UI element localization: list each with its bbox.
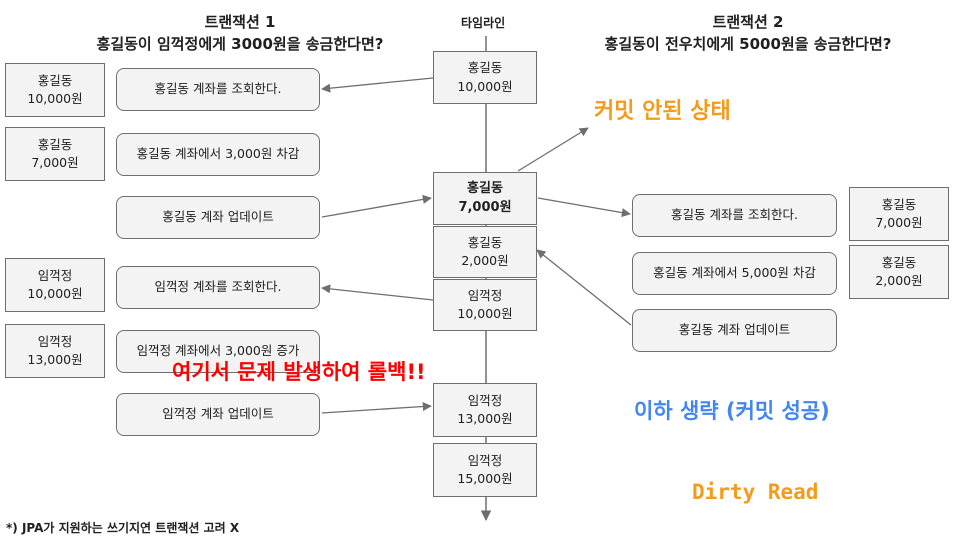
arrow-uncommitted [517,127,589,172]
tx1-step-credit-lim: 임꺽정 계좌에서 3,000원 증가 [116,330,320,373]
note-omitted: 이하 생략 (커밋 성공) [634,399,830,423]
note-dirty-read: Dirty Read [692,480,819,504]
footnote: *) JPA가 지원하는 쓰기지연 트랜잭션 고려 X [6,521,240,535]
arrow-dirty-read [537,197,631,218]
tx1-step-read-hong: 홍길동 계좌를 조회한다. [116,68,320,111]
tx1-step-read-lim: 임꺽정 계좌를 조회한다. [116,266,320,309]
arrow-read-hong [321,77,434,93]
timeline-lim-13000: 임꺽정 13,000원 [433,383,537,437]
right-state-hong-7000: 홍길동 7,000원 [849,187,949,241]
arrow-update-hong [321,194,432,218]
timeline-lim-10000: 임꺽정 10,000원 [433,279,537,331]
timeline-hong-7000: 홍길동 7,000원 [433,172,537,225]
note-uncommitted: 커밋 안된 상태 [594,99,731,124]
tx2-title: 트랜잭션 2 홍길동이 전우치에게 5000원을 송금한다면? [604,13,892,53]
tx1-step-update-lim: 임꺽정 계좌 업데이트 [116,393,320,436]
tx2-step-read-hong: 홍길동 계좌를 조회한다. [632,194,837,237]
left-state-lim-10000: 임꺽정 10,000원 [5,258,105,312]
timeline-label: 타임라인 [461,16,506,30]
left-state-hong-10000: 홍길동 10,000원 [5,63,105,117]
timeline-hong-2000: 홍길동 2,000원 [433,226,537,278]
timeline-lim-15000: 임꺽정 15,000원 [433,443,537,497]
left-state-lim-13000: 임꺽정 13,000원 [5,324,105,378]
timeline-hong-10000: 홍길동 10,000원 [433,51,537,104]
right-state-hong-2000: 홍길동 2,000원 [849,245,949,299]
arrow-update-lim [321,401,432,414]
arrow-read-lim [321,284,434,301]
tx2-step-debit-hong: 홍길동 계좌에서 5,000원 차감 [632,252,837,295]
tx1-title: 트랜잭션 1 홍길동이 임꺽정에게 3000원을 송금한다면? [96,13,384,53]
tx1-step-debit-hong: 홍길동 계좌에서 3,000원 차감 [116,133,320,176]
tx2-step-update-hong: 홍길동 계좌 업데이트 [632,309,837,352]
left-state-hong-7000: 홍길동 7,000원 [5,127,105,181]
arrow-update-hong-t2 [536,249,632,326]
note-rollback: 여기서 문제 발생하여 롤백!! [172,360,426,384]
tx1-step-update-hong: 홍길동 계좌 업데이트 [116,196,320,239]
